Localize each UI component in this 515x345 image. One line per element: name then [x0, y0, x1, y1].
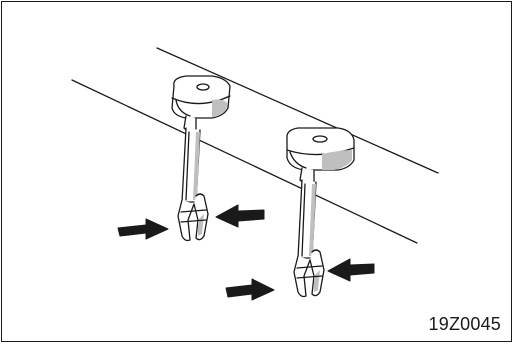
arrow-right-icon — [225, 278, 275, 301]
panel-line-upper — [156, 47, 439, 174]
arrow-left-icon — [327, 258, 375, 282]
figure-code: 19Z0045 — [428, 314, 501, 334]
arrow-right-icon — [117, 218, 169, 240]
clip-icon — [171, 75, 231, 242]
arrow-left-icon — [215, 204, 265, 228]
panel-line-lower — [71, 79, 418, 244]
clip-icon — [286, 127, 355, 298]
